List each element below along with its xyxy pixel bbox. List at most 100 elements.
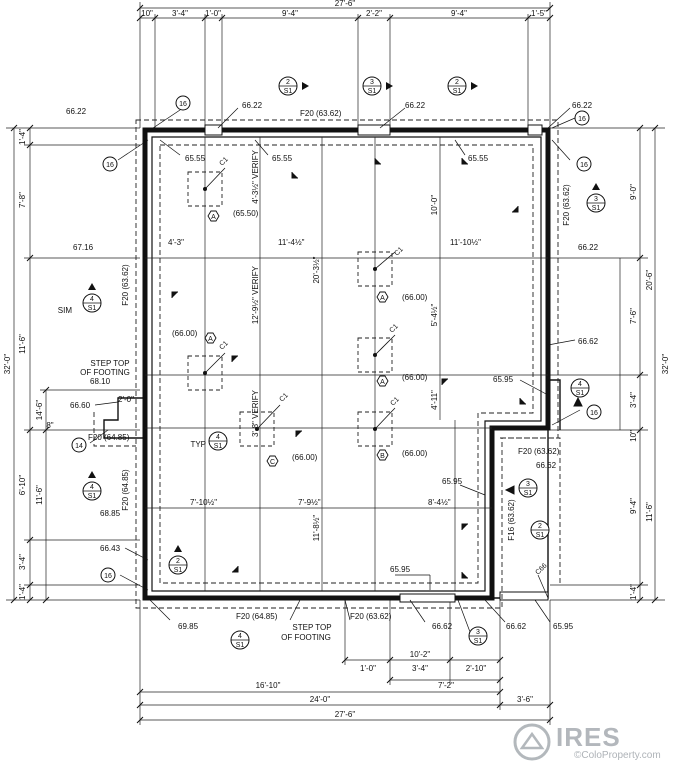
dim-bottom-a: 1'-0" <box>360 664 376 673</box>
dim-int-h4: 7'-10½" <box>190 498 217 507</box>
section-sheet: S1 <box>474 638 483 645</box>
dim-left-c: 11'-6" <box>18 334 27 354</box>
elevation-label: 67.16 <box>73 243 94 252</box>
elevation-label: 66.22 <box>578 243 599 252</box>
pad-elevation: (66.00) <box>292 453 318 462</box>
dim-bottom-f: 16'-10" <box>256 681 281 690</box>
pad-tag: A <box>380 379 385 386</box>
dim-right-g: 11'-6" <box>645 502 654 522</box>
pad-6 <box>357 411 393 447</box>
footing-label: F20 (63.62) <box>121 264 130 306</box>
dim-int-v3: 12'-9½" VERIFY <box>251 265 260 324</box>
dim-int-v7: 4'-11" <box>430 390 439 410</box>
dim-right-a: 9'-0" <box>629 184 638 200</box>
section-number: 3 <box>594 196 598 203</box>
elevation-label: 68.10 <box>90 377 111 386</box>
elevation-label: 66.22 <box>66 107 87 116</box>
elevation-label: 66.43 <box>100 544 121 553</box>
pad-elevation: (66.00) <box>402 449 428 458</box>
pad-tag: A <box>208 336 213 343</box>
dim-right-overall: 32'-0" <box>661 354 670 375</box>
dim-right-d: 3'-4" <box>629 392 638 408</box>
callout-16: 16 <box>179 101 187 108</box>
section-marker-top-left: 2 S1 <box>278 76 309 96</box>
dimension-ticks <box>10 4 659 724</box>
dim-int-v4: 20'-3½" <box>312 256 321 283</box>
pad-elevation: (66.00) <box>402 293 428 302</box>
section-sheet: S1 <box>214 443 223 450</box>
dim-left-overall: 32'-0" <box>3 354 12 375</box>
dim-int-v5: 5'-4½" <box>430 304 439 327</box>
section-sheet: S1 <box>592 205 601 212</box>
dim-left-f: 3'-4" <box>18 554 27 570</box>
section-marker-left-lower: 4 S1 <box>82 471 102 501</box>
section-marker-top-mid: 3 S1 <box>362 76 393 96</box>
elevation-label: 69.85 <box>178 622 199 631</box>
dim-int-h5: 7'-9½" <box>298 498 321 507</box>
section-number: 2 <box>286 79 290 86</box>
dim-right-b: 20'-6" <box>645 270 654 291</box>
wall-left-step <box>103 397 145 439</box>
step-note-line1: STEP TOP <box>90 359 129 368</box>
elevation-label: 65.95 <box>390 565 411 574</box>
dim-int-h2: 11'-4½" <box>278 238 305 247</box>
dim-left-h: 14'-6" <box>35 400 44 421</box>
footing-label: F20 (64.85) <box>88 433 130 442</box>
dim-top-a: 10" <box>141 9 153 18</box>
dim-bottom-e: 7'-2" <box>438 681 454 690</box>
section-sheet: S1 <box>88 305 97 312</box>
pad-tag: B <box>380 453 385 460</box>
pad-tag: A <box>380 295 385 302</box>
pad-elevation: (65.50) <box>233 209 259 218</box>
dim-right-h: 1'-4" <box>629 584 638 600</box>
section-sheet: S1 <box>236 642 245 649</box>
watermark: IRES ©ColoProperty.com <box>508 718 674 768</box>
section-sheet: S1 <box>284 88 293 95</box>
column-labels: C1 C1 C1 C1 C1 C1 C66 <box>218 156 548 576</box>
section-sheet: S1 <box>453 88 462 95</box>
dim-top-g: 1'-5" <box>531 9 547 18</box>
column-label: C1 <box>389 396 400 407</box>
pad-elevation: (66.00) <box>402 373 428 382</box>
elevation-labels: 66.22 66.22 66.22 66.22 65.55 65.55 65.5… <box>66 101 599 631</box>
elevation-label: 66.60 <box>70 401 91 410</box>
callout-16: 16 <box>590 410 598 417</box>
dim-bottom-g: 24'-0" <box>310 695 331 704</box>
section-marker-bottom-left: 2 S1 <box>168 545 188 575</box>
pad-tags <box>204 210 389 467</box>
section-number: 3 <box>476 629 480 636</box>
interior-dimensions: 4'-3" 11'-4½" 11'-10½" 7'-10½" 7'-9½" 8'… <box>118 149 481 541</box>
section-marker-typ: 4 S1 TYP <box>190 431 228 451</box>
dim-left-d: 8" <box>46 421 53 430</box>
section-number: 4 <box>90 484 94 491</box>
elevation-label: 68.85 <box>100 509 121 518</box>
section-sheet: S1 <box>576 390 585 397</box>
section-marker-bottom: 4 S1 <box>230 630 250 650</box>
dim-int-v9: 2'-0" <box>118 395 134 404</box>
callout-16: 16 <box>106 162 114 169</box>
pad-elevation: (66.00) <box>172 329 198 338</box>
footing-label: F20 (63.62) <box>518 447 560 456</box>
elevation-label: 66.22 <box>242 101 263 110</box>
typ-note: TYP <box>190 440 206 449</box>
column-posts <box>203 187 377 431</box>
section-sheet: S1 <box>88 493 97 500</box>
elevation-label: 66.62 <box>536 461 557 470</box>
dim-left-a: 1'-4" <box>18 129 27 145</box>
section-sheet: S1 <box>368 88 377 95</box>
pad-4 <box>357 337 393 373</box>
section-sheet: S1 <box>524 490 533 497</box>
watermark-site: ©ColoProperty.com <box>574 750 661 761</box>
elevation-label: 66.62 <box>506 622 527 631</box>
elevation-label: 66.22 <box>405 101 426 110</box>
section-marker-right-lower: 3 S1 <box>518 478 538 498</box>
column-label: C1 <box>393 246 404 257</box>
dim-right-e: 10" <box>629 430 638 442</box>
footing-labels: F20 (63.62) F20 (63.62) F20 (63.62) F20 … <box>88 109 571 621</box>
dim-int-h3: 11'-10½" <box>450 238 481 247</box>
column-pads <box>187 171 393 447</box>
callout-16: 16 <box>580 162 588 169</box>
elevation-label: 65.55 <box>185 154 206 163</box>
section-number: 4 <box>578 381 582 388</box>
pad-1 <box>187 171 223 207</box>
